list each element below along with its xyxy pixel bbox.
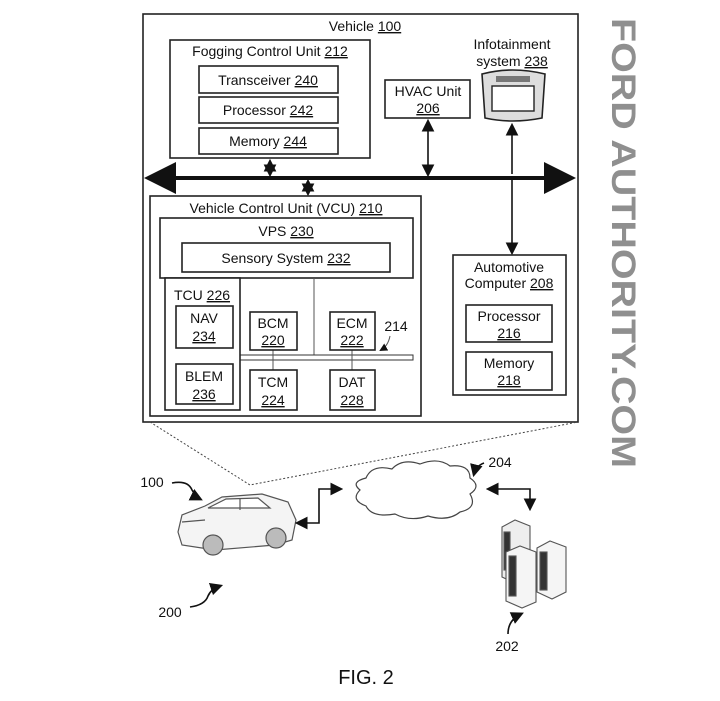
automotive-computer-label-2: Computer 208 bbox=[465, 275, 554, 291]
transceiver-label: Transceiver 240 bbox=[218, 72, 318, 88]
tcm-label: TCM bbox=[258, 374, 288, 390]
computer-processor-number: 216 bbox=[497, 325, 521, 341]
processor-box bbox=[198, 96, 339, 124]
blem-number: 236 bbox=[192, 386, 216, 402]
zoom-projection-lines bbox=[149, 421, 579, 486]
hvac-unit-label: HVAC Unit bbox=[395, 83, 462, 99]
nav-label: NAV bbox=[190, 310, 218, 326]
hvac-unit-number: 206 bbox=[416, 100, 440, 116]
vps-label: VPS 230 bbox=[258, 223, 313, 239]
sensory-system-box bbox=[181, 242, 391, 273]
bcm-number: 220 bbox=[261, 332, 285, 348]
automotive-computer-label: Automotive bbox=[474, 259, 544, 275]
tcm-number: 224 bbox=[261, 392, 285, 408]
nav-box bbox=[175, 305, 234, 349]
dat-box bbox=[329, 369, 376, 411]
bus-214-label: 214 bbox=[384, 318, 408, 334]
infotainment-label: Infotainment bbox=[473, 36, 550, 52]
car-icon bbox=[177, 493, 297, 556]
ecm-number: 222 bbox=[340, 332, 364, 348]
network-pointer-arrow bbox=[470, 462, 485, 478]
ecm-label: ECM bbox=[336, 315, 367, 331]
processor-label: Processor 242 bbox=[223, 102, 313, 118]
computer-memory-number: 218 bbox=[497, 372, 521, 388]
hvac-unit-box bbox=[384, 79, 471, 119]
memory-label: Memory 244 bbox=[229, 133, 307, 149]
system-pointer-arrow bbox=[189, 582, 224, 608]
figure-caption: FIG. 2 bbox=[338, 667, 394, 689]
servers-icon bbox=[501, 519, 567, 609]
servers-reference-label: 202 bbox=[495, 638, 519, 654]
vehicle-label: Vehicle 100 bbox=[329, 18, 402, 34]
vcu-label: Vehicle Control Unit (VCU) 210 bbox=[190, 200, 383, 216]
car-reference-label: 100 bbox=[140, 474, 164, 490]
bus-214-pointer-arrow bbox=[379, 335, 391, 351]
infotainment-label-2: system 238 bbox=[476, 53, 548, 69]
ecm-box bbox=[329, 311, 376, 351]
bcm-box bbox=[249, 311, 298, 351]
computer-processor-box bbox=[465, 304, 553, 343]
sensory-system-label: Sensory System 232 bbox=[221, 250, 350, 266]
car-network-arrow bbox=[294, 482, 344, 530]
memory-box bbox=[198, 127, 339, 155]
car-pointer-arrow bbox=[171, 481, 203, 501]
dat-label: DAT bbox=[339, 374, 366, 390]
fogging-control-unit-label: Fogging Control Unit 212 bbox=[192, 43, 348, 59]
network-cloud-icon bbox=[355, 460, 477, 520]
computer-processor-label: Processor bbox=[477, 308, 540, 324]
servers-pointer-arrow bbox=[507, 612, 524, 635]
bcm-label: BCM bbox=[257, 315, 288, 331]
dat-number: 228 bbox=[340, 392, 364, 408]
nav-number: 234 bbox=[192, 328, 216, 344]
transceiver-box bbox=[198, 65, 339, 94]
blem-label: BLEM bbox=[185, 368, 223, 384]
network-server-arrow bbox=[485, 482, 537, 512]
computer-memory-label: Memory bbox=[484, 355, 535, 371]
system-reference-label: 200 bbox=[158, 604, 182, 620]
watermark: FORD AUTHORITY.COM bbox=[604, 18, 642, 468]
network-reference-label: 204 bbox=[488, 454, 512, 470]
infotainment-display-icon bbox=[481, 69, 546, 122]
tcm-box bbox=[249, 369, 298, 411]
tcu-label: TCU 226 bbox=[174, 287, 230, 303]
blem-box bbox=[175, 363, 234, 405]
computer-memory-box bbox=[465, 351, 553, 391]
